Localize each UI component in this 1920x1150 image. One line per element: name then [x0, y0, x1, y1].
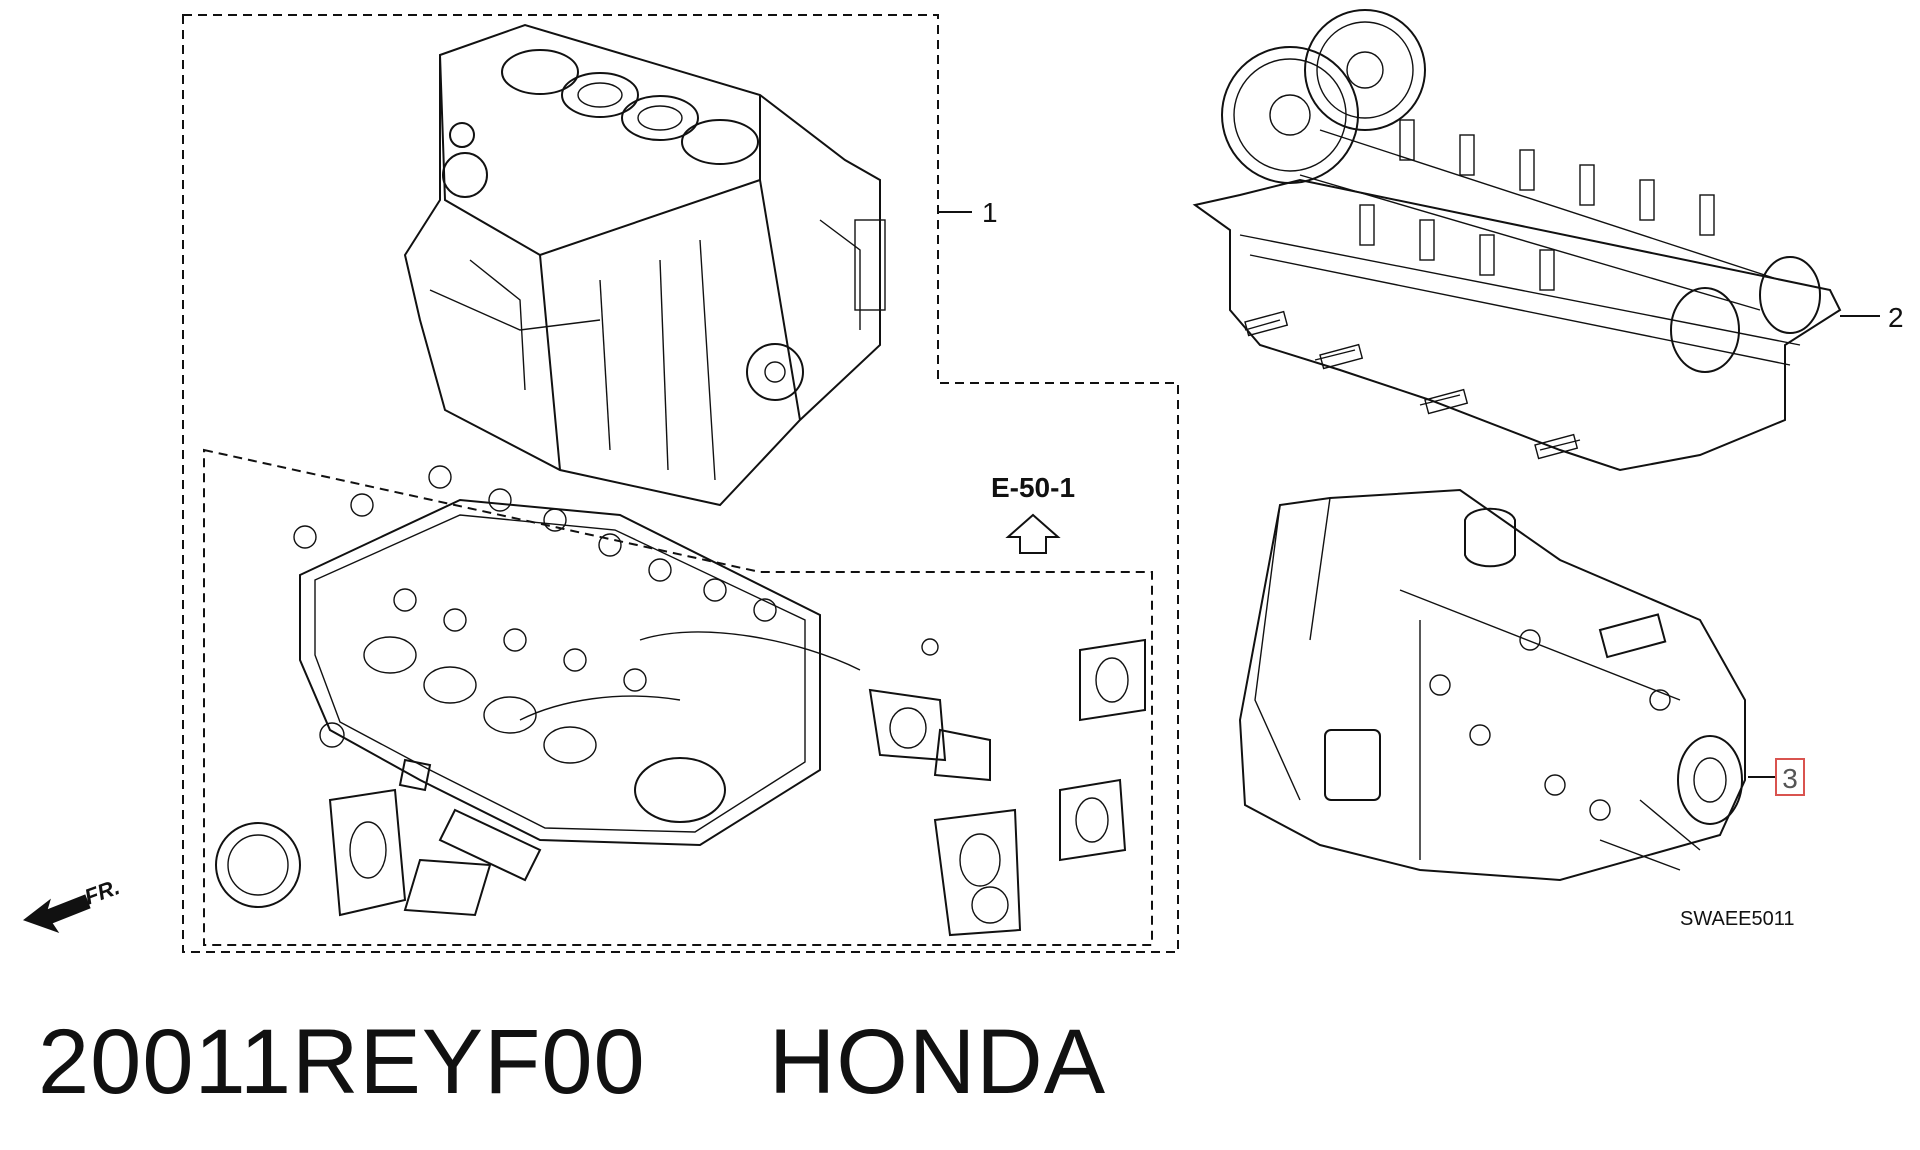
front-direction-marker: FR. — [22, 874, 123, 933]
reference-label: E-50-1 — [991, 472, 1075, 503]
cylinder-head-illustration — [1192, 9, 1880, 472]
gasket-kit-illustration — [215, 465, 1146, 937]
assembly-frame — [182, 14, 1179, 953]
front-label: FR. — [81, 874, 123, 910]
callout-2[interactable]: 2 — [1888, 302, 1904, 333]
brand-name: HONDA — [768, 1011, 1107, 1113]
callout-3-group[interactable]: 3 — [1775, 758, 1805, 796]
front-arrow-icon — [22, 894, 91, 933]
callout-1[interactable]: 1 — [982, 197, 998, 228]
reference-marker: E-50-1 — [991, 472, 1075, 554]
engine-block-illustration — [403, 23, 886, 507]
part-number: 20011REYF00 — [38, 1011, 646, 1113]
diagram-code: SWAEE5011 — [1680, 908, 1795, 930]
part-heading: 20011REYF00 HONDA — [38, 1010, 1106, 1115]
callout-3[interactable]: 3 — [1782, 763, 1798, 794]
callout-3-highlight — [1775, 758, 1805, 796]
transmission-illustration — [1238, 488, 1775, 882]
